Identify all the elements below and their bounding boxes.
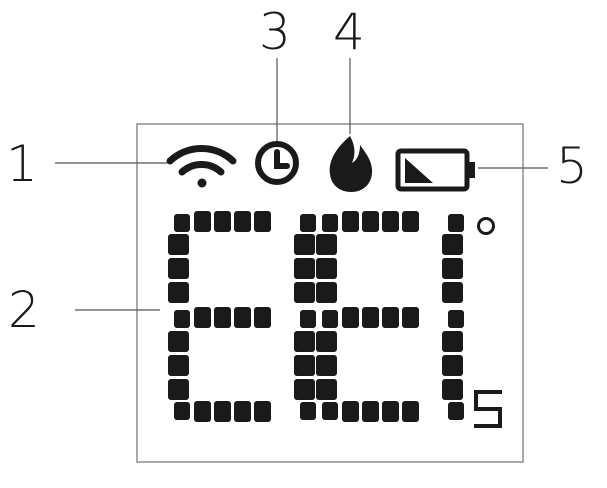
segment-corner — [174, 310, 190, 328]
segment-corner — [448, 310, 464, 328]
segment-top — [382, 211, 399, 232]
segment-corner — [322, 310, 338, 328]
segment-lower-right — [294, 379, 315, 400]
segment-lower-right — [442, 379, 463, 400]
segment-corner — [174, 402, 190, 420]
segment-corner — [300, 402, 316, 420]
segment-lower-right — [442, 331, 463, 352]
segment-bottom — [234, 401, 251, 422]
segment-bottom — [362, 401, 379, 422]
segment-lower-left — [316, 379, 337, 400]
segment-lower-left — [316, 355, 337, 376]
segment-upper-right — [442, 258, 463, 279]
segment-top — [214, 211, 231, 232]
segment-corner — [448, 402, 464, 420]
flame-icon — [329, 136, 373, 192]
segment-bottom — [342, 401, 359, 422]
segment-top — [254, 211, 271, 232]
segment-lower-right — [294, 355, 315, 376]
segment-middle — [342, 307, 359, 328]
segment-upper-left — [316, 258, 337, 279]
clock-icon — [255, 141, 299, 185]
segment-corner — [300, 310, 316, 328]
segment-upper-left — [316, 282, 337, 303]
seven-segment-digit-1 — [168, 211, 316, 422]
segment-lower-right — [294, 331, 315, 352]
segment-upper-right — [294, 282, 315, 303]
segment-lower-left — [168, 331, 189, 352]
segment-top — [402, 211, 419, 232]
segment-bottom — [254, 401, 271, 422]
segment-bottom — [214, 401, 231, 422]
segment-top — [362, 211, 379, 232]
segment-top — [342, 211, 359, 232]
battery-icon — [395, 148, 475, 192]
segment-bottom — [194, 401, 211, 422]
segment-upper-left — [168, 282, 189, 303]
callout-2: 2 — [8, 281, 40, 339]
segment-middle — [382, 307, 399, 328]
segment-middle — [254, 307, 271, 328]
callout-4: 4 — [333, 3, 365, 61]
segment-upper-left — [316, 234, 337, 255]
segment-lower-left — [168, 379, 189, 400]
segment-corner — [322, 402, 338, 420]
segment-upper-left — [168, 258, 189, 279]
segment-upper-right — [294, 258, 315, 279]
seconds-unit-indicator — [474, 390, 502, 428]
callout-3: 3 — [259, 3, 291, 61]
segment-corner — [448, 214, 464, 232]
segment-middle — [194, 307, 211, 328]
callout-5: 5 — [556, 137, 588, 195]
segment-bottom — [382, 401, 399, 422]
segment-top — [234, 211, 251, 232]
segment-middle — [362, 307, 379, 328]
segment-top — [194, 211, 211, 232]
callout-1: 1 — [6, 135, 38, 193]
segment-lower-right — [442, 355, 463, 376]
segment-upper-right — [442, 234, 463, 255]
segment-middle — [402, 307, 419, 328]
segment-corner — [322, 214, 338, 232]
segment-lower-left — [316, 331, 337, 352]
segment-middle — [234, 307, 251, 328]
segment-upper-left — [168, 234, 189, 255]
degree-indicator — [477, 217, 495, 235]
segment-lower-left — [168, 355, 189, 376]
segment-upper-right — [294, 234, 315, 255]
wifi-icon — [166, 145, 237, 188]
segment-corner — [300, 214, 316, 232]
segment-corner — [174, 214, 190, 232]
segment-middle — [214, 307, 231, 328]
seven-segment-digit-2 — [316, 211, 464, 422]
segment-upper-right — [442, 282, 463, 303]
segment-bottom — [402, 401, 419, 422]
lcd-display-frame — [136, 123, 524, 463]
